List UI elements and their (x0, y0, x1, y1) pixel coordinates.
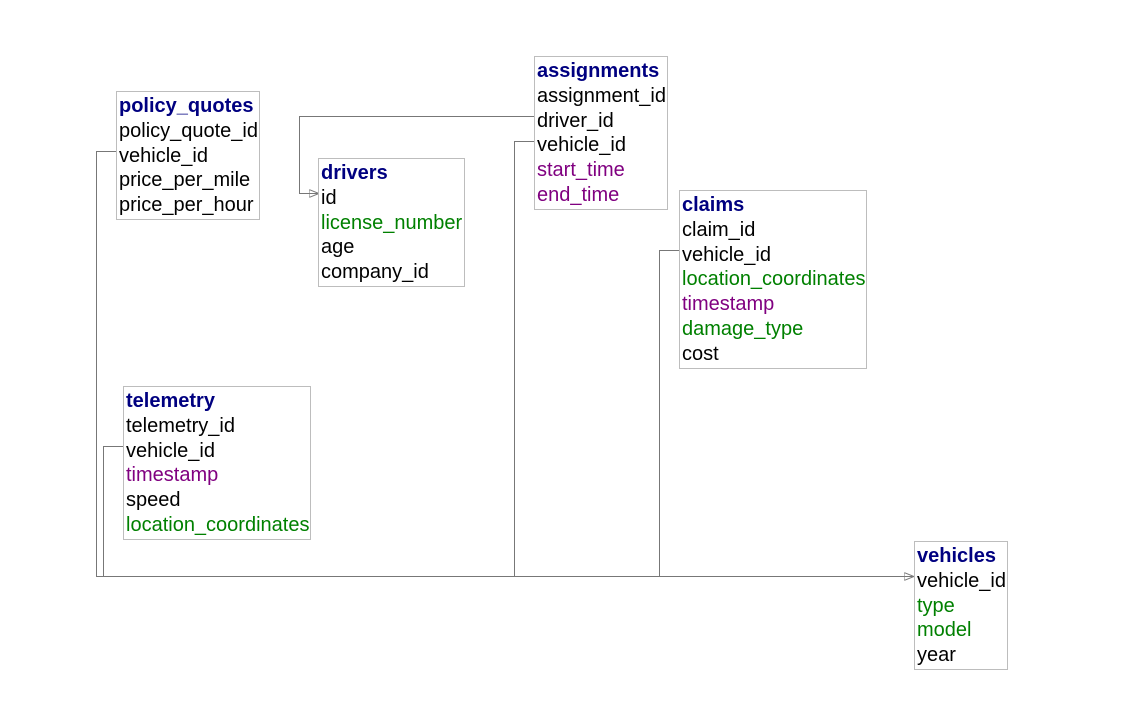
field-end-time: end_time (537, 183, 620, 206)
field-vehicle-id: vehicle_id (119, 144, 208, 167)
field-damage-type: damage_type (682, 317, 804, 340)
field-vehicle-id: vehicle_id (126, 439, 215, 462)
field-company-id: company_id (321, 261, 429, 284)
field-cost: cost (682, 342, 719, 365)
link-assignments-driver-to-drivers-id (299, 116, 535, 194)
field-age: age (321, 236, 355, 259)
field-policy-quote-id: policy_quote_id (119, 119, 258, 142)
entity-title: assignments (537, 60, 660, 82)
field-type: type (917, 594, 955, 617)
link-assignments-vehicle-to-vehicles (514, 141, 535, 577)
entity-title: claims (682, 194, 745, 216)
field-price-per-hour: price_per_hour (119, 194, 254, 217)
link-telemetry-vehicle-to-vehicles (103, 446, 124, 577)
field-location-coordinates: location_coordinates (682, 268, 866, 291)
field-telemetry-id: telemetry_id (126, 414, 235, 437)
field-vehicle-id: vehicle_id (537, 134, 626, 157)
field-model: model (917, 619, 972, 642)
entity-title: policy_quotes (119, 95, 254, 117)
field-driver-id: driver_id (537, 109, 614, 132)
field-year: year (917, 644, 956, 667)
entity-title: vehicles (917, 545, 996, 567)
field-location-coordinates: location_coordinates (126, 513, 310, 536)
link-claims-vehicle-to-vehicles (659, 250, 680, 577)
entity-title: telemetry (126, 390, 215, 412)
field-vehicle-id: vehicle_id (917, 569, 1006, 592)
field-timestamp: timestamp (682, 293, 775, 316)
link-policy-quotes-vehicle-to-vehicles (96, 151, 914, 577)
field-price-per-mile: price_per_mile (119, 169, 251, 192)
entity-title: drivers (321, 162, 388, 184)
field-claim-id: claim_id (682, 218, 756, 241)
field-id: id (321, 186, 337, 209)
field-vehicle-id: vehicle_id (682, 243, 771, 266)
field-speed: speed (126, 489, 181, 512)
field-timestamp: timestamp (126, 464, 219, 487)
field-license-number: license_number (321, 211, 463, 234)
field-assignment-id: assignment_id (537, 84, 666, 107)
field-start-time: start_time (537, 159, 625, 182)
